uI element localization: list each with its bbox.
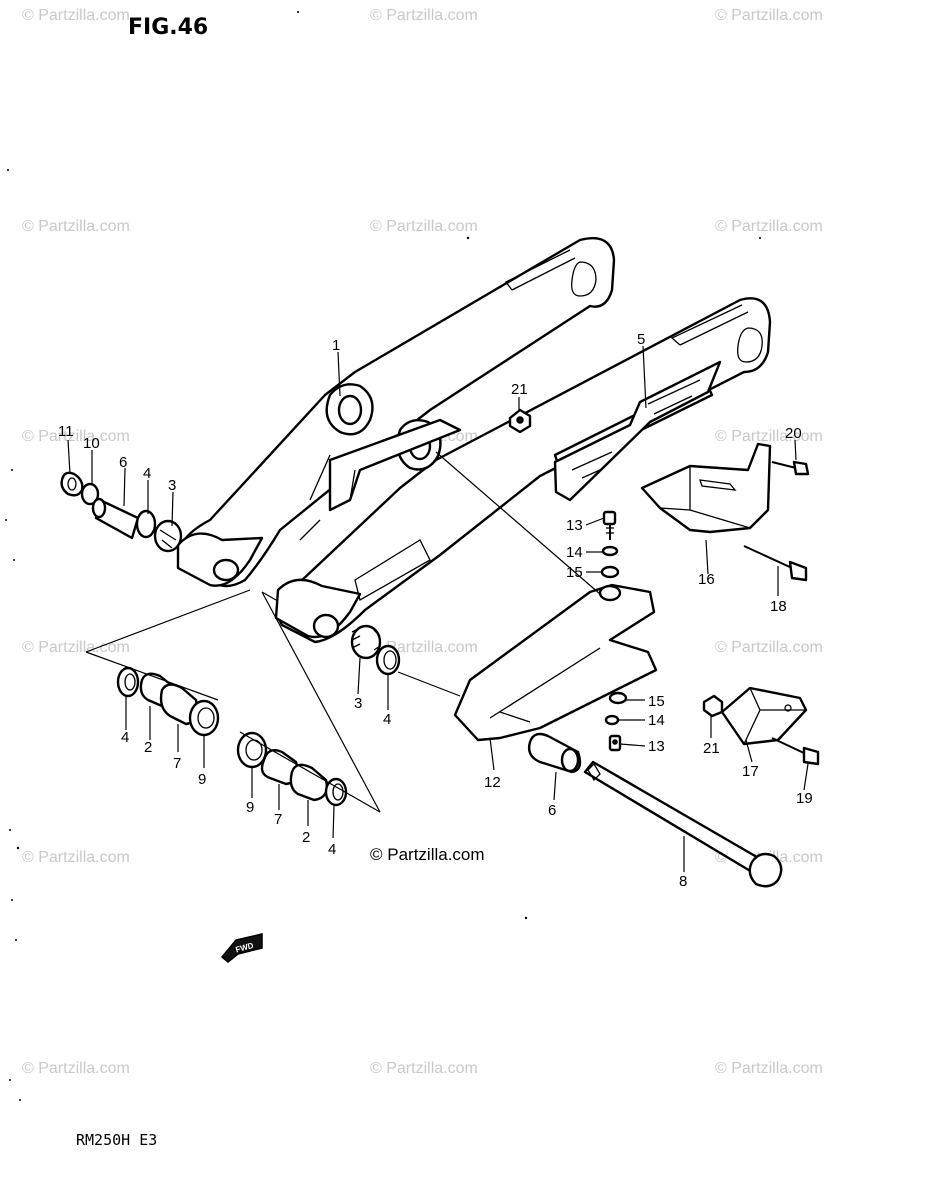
callout-16: 16 (698, 571, 715, 588)
watermark: © Partzilla.com (22, 428, 130, 445)
watermark: © Partzilla.com (370, 218, 478, 235)
watermark: © Partzilla.com (370, 7, 478, 24)
callout-labels: 1 2 2 3 3 4 4 4 4 5 6 6 7 7 8 9 9 10 11 … (58, 331, 813, 890)
callout-6: 6 (548, 802, 556, 819)
callout-13: 13 (566, 517, 583, 534)
callout-13: 13 (648, 738, 665, 755)
part-bracket-17 (720, 686, 808, 746)
watermark: © Partzilla.com (715, 428, 823, 445)
callout-15: 15 (648, 693, 665, 710)
callout-10: 10 (83, 435, 100, 452)
callout-8: 8 (679, 873, 687, 890)
figure-title: FIG.46 (128, 15, 208, 40)
watermark: © Partzilla.com (715, 218, 823, 235)
part-bracket-16 (640, 442, 772, 534)
watermark: © Partzilla.com (22, 218, 130, 235)
part-pivot-shaft-8 (583, 760, 783, 888)
callout-19: 19 (796, 790, 813, 807)
part-nut-11 (60, 471, 84, 497)
watermark: © Partzilla.com (370, 1060, 478, 1077)
part-washer-15-upper (600, 565, 620, 579)
callout-4: 4 (383, 711, 391, 728)
watermark: © Partzilla.com (715, 639, 823, 656)
callout-leaders (67, 345, 809, 872)
watermark: © Partzilla.com (22, 1060, 130, 1077)
watermark: © Partzilla.com (715, 1060, 823, 1077)
watermark: © Partzilla.com (715, 7, 823, 24)
watermark: © Partzilla.com (22, 7, 130, 24)
part-washer-10 (80, 482, 100, 506)
part-seal-4-lower-center (324, 777, 348, 807)
part-washer-15-lower (608, 691, 628, 705)
callout-4: 4 (143, 465, 151, 482)
callout-5: 5 (637, 331, 645, 348)
watermark: © Partzilla.com (22, 639, 130, 656)
callout-15: 15 (566, 564, 583, 581)
callout-9: 9 (246, 799, 254, 816)
callout-3: 3 (168, 477, 176, 494)
part-bearing-3-left (153, 519, 183, 553)
part-chain-buffer (553, 360, 722, 502)
callout-2: 2 (302, 829, 310, 846)
callout-7: 7 (274, 811, 282, 828)
callout-4: 4 (328, 841, 336, 858)
callout-3: 3 (354, 695, 362, 712)
callout-9: 9 (198, 771, 206, 788)
part-chain-guide (453, 583, 658, 742)
part-bolt-13-lower (608, 734, 622, 752)
fwd-arrow: FWD (220, 933, 263, 963)
callout-14: 14 (566, 544, 583, 561)
part-bolt-13-upper (602, 510, 617, 540)
part-sleeve-6-left (91, 497, 140, 540)
part-washer-14-upper (601, 545, 619, 557)
callout-7: 7 (173, 755, 181, 772)
callout-17: 17 (742, 763, 759, 780)
part-bolt-19 (771, 737, 820, 766)
part-seal-4-left (135, 509, 157, 539)
part-collar-9-lower-center (236, 731, 268, 769)
callout-6: 6 (119, 454, 127, 471)
part-bolt-18 (743, 545, 808, 582)
callout-2: 2 (144, 739, 152, 756)
model-code: RM250H E3 (76, 1131, 157, 1149)
part-seal-4-center (375, 644, 401, 676)
scan-specks (5, 11, 761, 1101)
part-bearing-2-lower-center (289, 763, 328, 802)
part-bearing-3-center (350, 624, 382, 660)
callout-11: 11 (58, 423, 74, 440)
exploded-view-lines (85, 451, 601, 813)
callout-21: 21 (511, 381, 528, 398)
part-sleeve-6-right (527, 732, 582, 774)
callout-18: 18 (770, 598, 787, 615)
callout-21: 21 (703, 740, 720, 757)
callout-12: 12 (484, 774, 501, 791)
callout-14: 14 (648, 712, 665, 729)
part-seal-4-lower-left (116, 666, 140, 698)
credit-text: © Partzilla.com (370, 845, 485, 864)
part-washer-14-lower (604, 714, 620, 726)
callout-1: 1 (332, 337, 340, 354)
watermark: © Partzilla.com (22, 849, 130, 866)
callout-4: 4 (121, 729, 129, 746)
part-collar-9-lower-left (188, 699, 220, 737)
part-nut-21-lower (702, 694, 724, 718)
part-swingarm (176, 237, 772, 644)
part-nut-21-upper (508, 408, 532, 434)
callout-20: 20 (785, 425, 802, 442)
part-bolt-20 (771, 460, 810, 476)
